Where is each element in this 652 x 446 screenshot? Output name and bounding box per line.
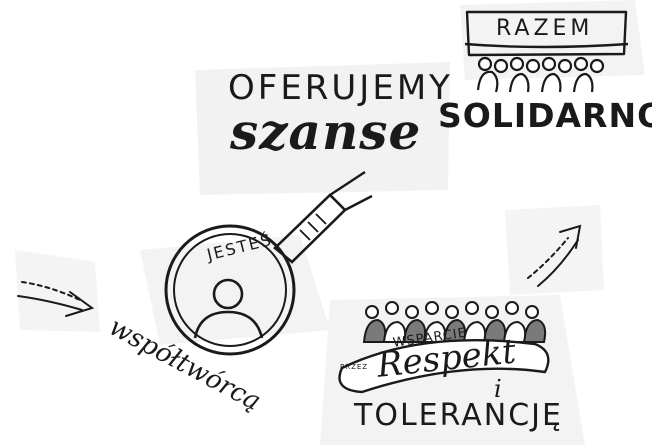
label-przez: PRZEZ xyxy=(340,363,368,371)
heading-solidarnosc: SOLIDARNOŚĆ xyxy=(438,96,652,135)
banner-text-razem: RAZEM xyxy=(496,16,593,41)
heading-szanse: szanse xyxy=(230,102,421,161)
label-tolerancje: TOLERANCJĘ xyxy=(354,398,563,433)
